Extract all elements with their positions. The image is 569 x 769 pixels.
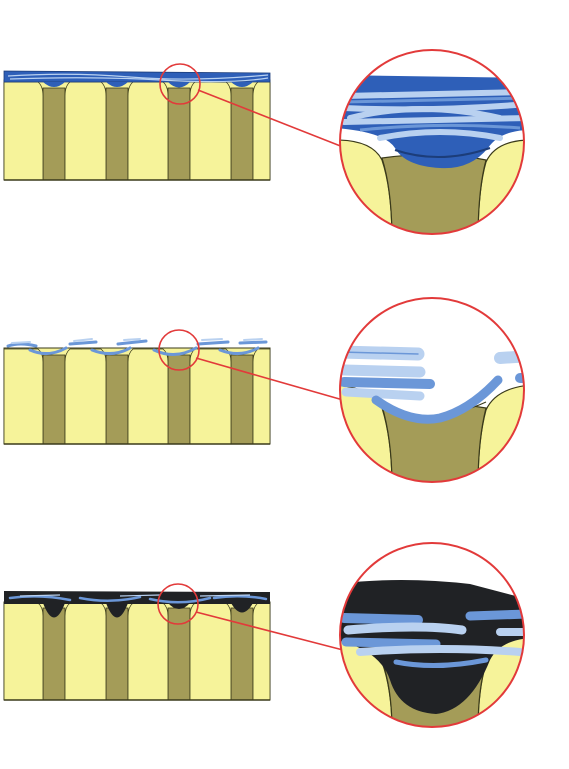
callout-line-bottom	[195, 611, 344, 651]
cross-section-bottom	[3, 591, 271, 701]
magnified-view-middle	[339, 297, 525, 483]
loose-fibres	[6, 339, 268, 356]
callout-line-middle	[195, 357, 344, 401]
blue-coating-layer	[3, 70, 271, 83]
cross-section-middle	[3, 338, 271, 445]
panel-bottom	[3, 542, 525, 728]
magnifier-circle-middle	[339, 297, 525, 483]
magnifier-circle-bottom	[339, 542, 525, 728]
panel-top	[3, 49, 525, 235]
callout-marker-bottom	[157, 583, 199, 625]
callout-marker-top	[159, 63, 201, 105]
callout-line-top	[197, 89, 344, 148]
magnified-view-top	[339, 49, 525, 235]
callout-marker-middle	[158, 329, 200, 371]
cross-section-top	[3, 70, 271, 181]
magnifier-circle-top	[339, 49, 525, 235]
panel-middle	[3, 297, 525, 483]
magnified-view-bottom	[339, 542, 525, 728]
